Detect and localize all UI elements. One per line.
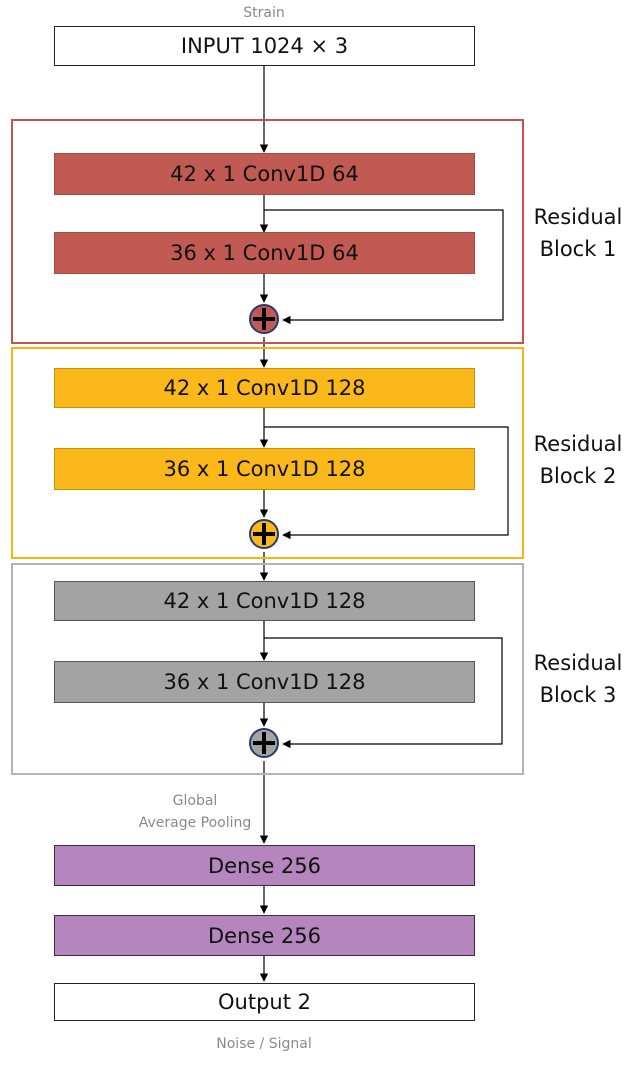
block2-label-line1: Residual — [533, 432, 623, 456]
skip-connection-block2 — [264, 426, 509, 540]
block3-conv-layer-2: 36 x 1 Conv1D 128 — [54, 661, 475, 703]
block2-label: Residual Block 2 — [528, 428, 628, 492]
skip-connection-block3 — [264, 637, 503, 749]
pooling-caption-line2: Average Pooling — [138, 815, 252, 831]
block2-conv-layer-1: 42 x 1 Conv1D 128 — [54, 368, 475, 408]
residual-block-1 — [11, 119, 524, 344]
block2-add-node — [249, 519, 279, 549]
dense-layer-2: Dense 256 — [54, 915, 475, 956]
pooling-caption-line1: Global — [172, 793, 218, 809]
block1-label: Residual Block 1 — [528, 201, 628, 265]
block1-conv-layer-2: 36 x 1 Conv1D 64 — [54, 232, 475, 274]
input-caption: Strain — [243, 5, 285, 21]
dense-layer-1: Dense 256 — [54, 845, 475, 886]
block1-label-line1: Residual — [533, 205, 623, 229]
block3-label: Residual Block 3 — [528, 647, 628, 711]
plus-icon — [253, 732, 275, 754]
output-layer: Output 2 — [54, 983, 475, 1021]
block2-label-line2: Block 2 — [539, 464, 617, 488]
block3-label-line2: Block 3 — [539, 683, 617, 707]
block3-conv-layer-1: 42 x 1 Conv1D 128 — [54, 581, 475, 621]
block3-add-node — [249, 728, 279, 758]
block2-conv-layer-2: 36 x 1 Conv1D 128 — [54, 448, 475, 490]
pooling-caption: Global Average Pooling — [100, 790, 290, 834]
block1-add-node — [249, 304, 279, 334]
input-layer: INPUT 1024 × 3 — [54, 26, 475, 66]
residual-block-2 — [11, 347, 524, 559]
block1-label-line2: Block 1 — [539, 237, 617, 261]
block3-label-line1: Residual — [533, 651, 623, 675]
residual-block-3 — [11, 563, 524, 775]
skip-connection-block1 — [264, 209, 504, 325]
block1-conv-layer-1: 42 x 1 Conv1D 64 — [54, 153, 475, 195]
plus-icon — [253, 308, 275, 330]
plus-icon — [253, 523, 275, 545]
output-caption: Noise / Signal — [216, 1036, 312, 1052]
